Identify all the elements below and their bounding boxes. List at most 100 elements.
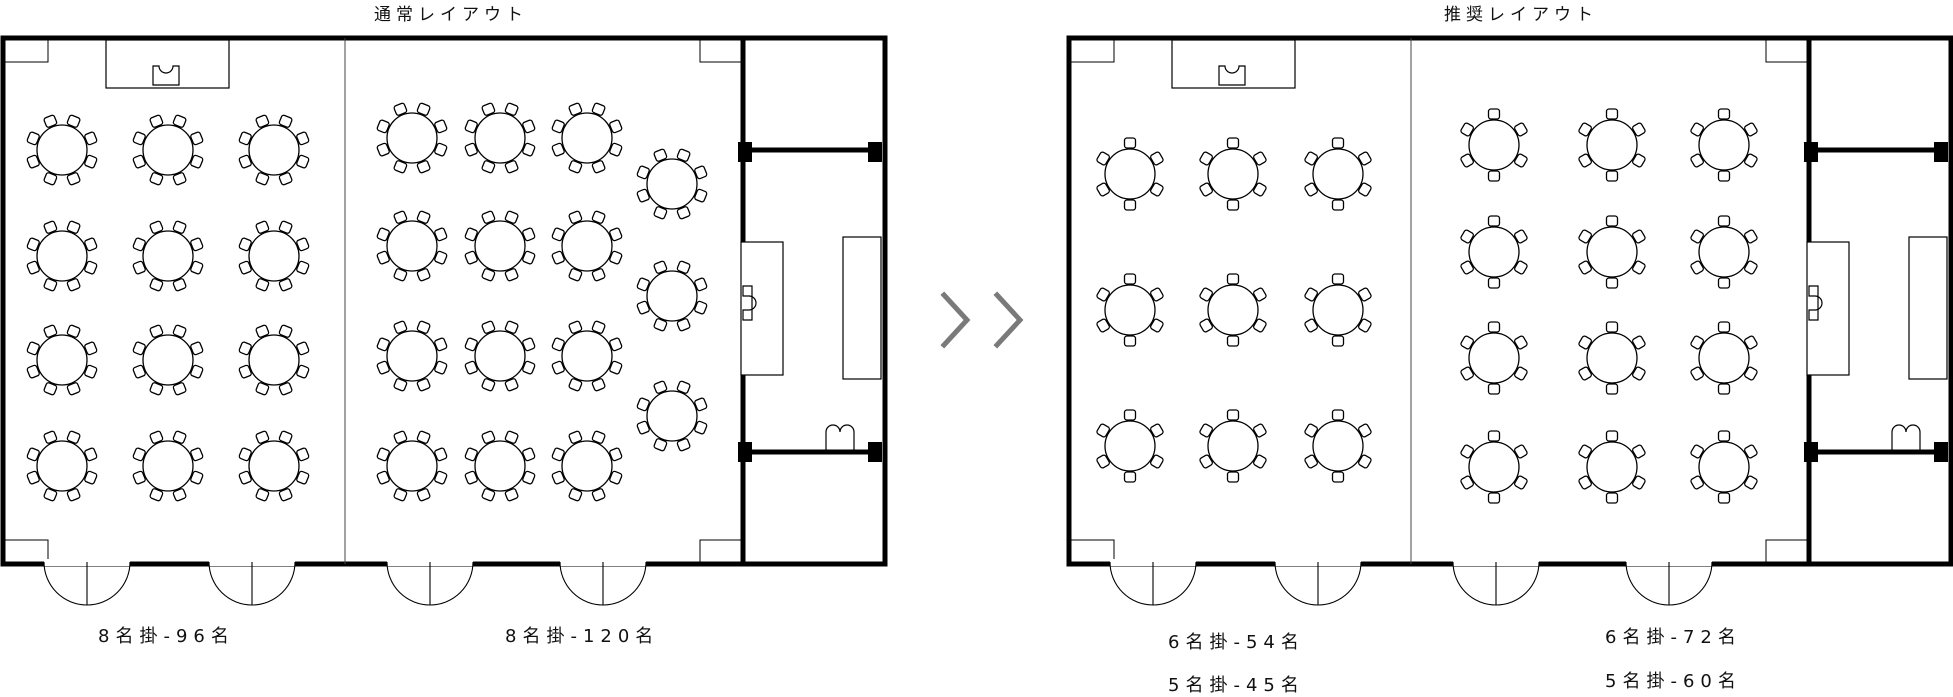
chair bbox=[66, 324, 81, 338]
chair bbox=[255, 114, 270, 128]
table-top bbox=[248, 124, 300, 176]
chair bbox=[1096, 151, 1110, 166]
chair bbox=[84, 470, 98, 485]
chair bbox=[1304, 182, 1318, 197]
chair bbox=[1605, 321, 1619, 333]
corner-box bbox=[1765, 39, 1810, 63]
chair bbox=[255, 382, 270, 396]
chair bbox=[1253, 287, 1267, 302]
chair bbox=[376, 337, 390, 352]
chair bbox=[1253, 318, 1267, 333]
chair bbox=[26, 470, 40, 485]
chair bbox=[522, 447, 536, 462]
chair bbox=[278, 114, 293, 128]
round-table bbox=[26, 430, 98, 502]
chair bbox=[694, 165, 708, 180]
chair bbox=[434, 142, 448, 157]
chair bbox=[1578, 366, 1592, 381]
table-top bbox=[1698, 119, 1750, 171]
double-chevron-right-icon bbox=[940, 291, 1024, 349]
table-top bbox=[1312, 420, 1364, 472]
chair bbox=[1150, 287, 1164, 302]
chair bbox=[551, 470, 565, 485]
chair bbox=[481, 320, 496, 334]
side-stage bbox=[740, 241, 784, 376]
chair bbox=[393, 210, 408, 224]
chair bbox=[255, 430, 270, 444]
chair bbox=[1199, 423, 1213, 438]
round-table bbox=[464, 320, 536, 392]
chair bbox=[190, 237, 204, 252]
chair bbox=[278, 220, 293, 234]
chair bbox=[132, 260, 146, 275]
round-table bbox=[1304, 409, 1372, 483]
chair bbox=[376, 227, 390, 242]
corner-box bbox=[699, 539, 744, 563]
chair bbox=[694, 397, 708, 412]
table-top bbox=[1586, 119, 1638, 171]
table-top bbox=[646, 270, 698, 322]
chair bbox=[1304, 423, 1318, 438]
chair bbox=[1150, 151, 1164, 166]
side-door bbox=[825, 424, 855, 452]
chair bbox=[481, 378, 496, 392]
chair bbox=[522, 119, 536, 134]
chair bbox=[609, 360, 623, 375]
table-top bbox=[386, 220, 438, 272]
table-top bbox=[248, 230, 300, 282]
chair bbox=[464, 470, 478, 485]
chair bbox=[551, 337, 565, 352]
chair bbox=[43, 220, 58, 234]
chair bbox=[376, 119, 390, 134]
chair bbox=[1514, 122, 1528, 137]
chair bbox=[132, 470, 146, 485]
chair bbox=[1744, 260, 1758, 275]
round-table bbox=[1199, 137, 1267, 211]
round-table bbox=[1096, 137, 1164, 211]
chair bbox=[504, 268, 519, 282]
chair bbox=[172, 324, 187, 338]
side-lectern bbox=[1808, 285, 1823, 321]
double-door bbox=[1109, 559, 1197, 606]
chair bbox=[172, 488, 187, 502]
chair bbox=[676, 206, 691, 220]
chair bbox=[1226, 199, 1240, 211]
chair bbox=[1487, 108, 1501, 120]
table-top bbox=[142, 440, 194, 492]
chair bbox=[1487, 215, 1501, 227]
chair bbox=[26, 131, 40, 146]
chair bbox=[653, 318, 668, 332]
chair bbox=[376, 470, 390, 485]
chair bbox=[676, 380, 691, 394]
chair bbox=[1150, 318, 1164, 333]
chair bbox=[1331, 273, 1345, 285]
chair bbox=[84, 364, 98, 379]
table-top bbox=[1698, 332, 1750, 384]
chair bbox=[296, 447, 310, 462]
chair bbox=[190, 470, 204, 485]
chair bbox=[636, 277, 650, 292]
chair bbox=[1744, 444, 1758, 459]
chair bbox=[1331, 335, 1345, 347]
chair bbox=[66, 220, 81, 234]
chair bbox=[149, 430, 164, 444]
chair bbox=[1199, 182, 1213, 197]
chair bbox=[481, 160, 496, 174]
chair bbox=[1605, 430, 1619, 442]
chair bbox=[278, 488, 293, 502]
chair bbox=[1605, 383, 1619, 395]
chair bbox=[522, 227, 536, 242]
round-table bbox=[1304, 137, 1372, 211]
chair bbox=[1744, 122, 1758, 137]
chair bbox=[1487, 383, 1501, 395]
corner-box bbox=[4, 39, 49, 63]
corner-box bbox=[1070, 39, 1115, 63]
chair bbox=[84, 341, 98, 356]
chair bbox=[1226, 137, 1240, 149]
chair bbox=[568, 378, 583, 392]
chair bbox=[1605, 277, 1619, 289]
chair bbox=[1632, 153, 1646, 168]
chair bbox=[1744, 229, 1758, 244]
chair bbox=[464, 360, 478, 375]
chair bbox=[551, 447, 565, 462]
